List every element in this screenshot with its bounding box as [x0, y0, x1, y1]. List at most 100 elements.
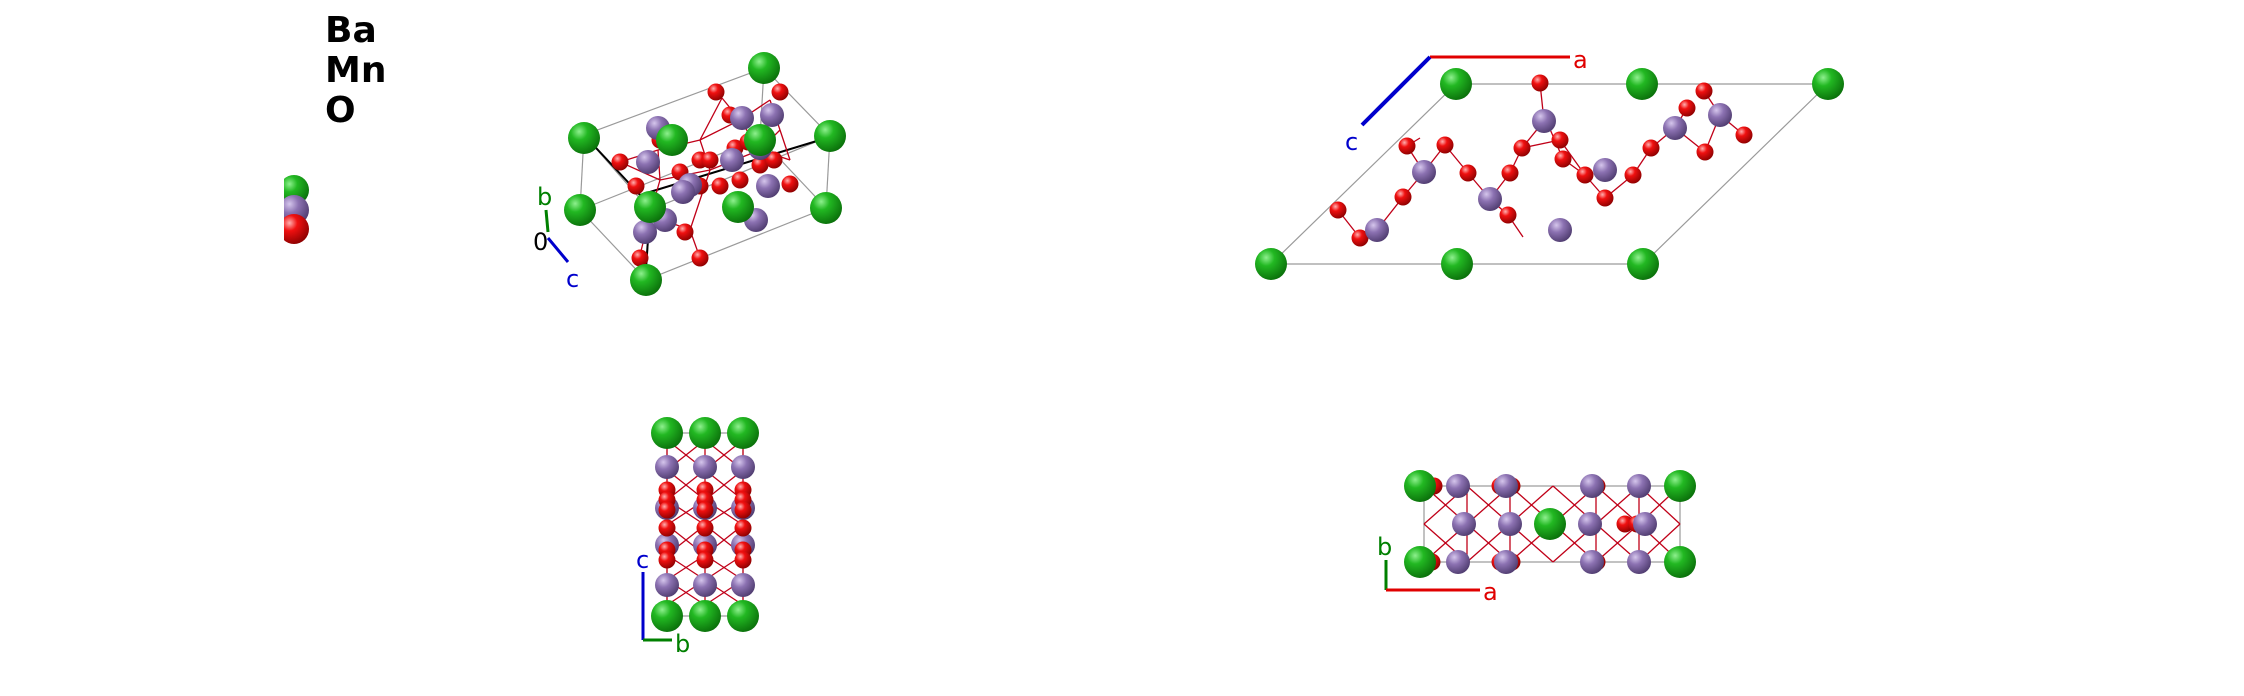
- mn-atom: [1532, 109, 1556, 133]
- mn-atom: [1365, 218, 1389, 242]
- c-axis-label: c: [1345, 128, 1358, 156]
- o-atom: [1696, 143, 1714, 161]
- legend-swatch-mask: [260, 170, 284, 250]
- o-atom: [1531, 74, 1549, 92]
- b-axis-label: b: [675, 630, 690, 658]
- bond: [779, 129, 791, 161]
- o-atom: [731, 171, 749, 189]
- ba-atom: [568, 122, 600, 154]
- mn-atom: [693, 573, 717, 597]
- legend-label-o: O: [325, 90, 356, 131]
- mn-atom: [1452, 512, 1476, 536]
- o-atom: [1554, 150, 1572, 168]
- a-axis-view: c b: [636, 417, 759, 658]
- ba-atom: [651, 600, 683, 632]
- o-atom: [1394, 188, 1412, 206]
- o-atom: [696, 551, 714, 569]
- legend-label-mn: Mn: [325, 50, 386, 91]
- legend-label-ba: Ba: [325, 10, 377, 51]
- ba-atom: [1534, 508, 1566, 540]
- o-atom: [734, 519, 752, 537]
- ba-atom: [814, 120, 846, 152]
- o-atom: [691, 249, 709, 267]
- o-atom: [1501, 164, 1519, 182]
- ba-atom: [564, 194, 596, 226]
- o-atom: [1499, 206, 1517, 224]
- mn-atom: [1498, 512, 1522, 536]
- b-axis-label: b: [1377, 533, 1392, 561]
- mn-atom: [633, 220, 657, 244]
- atom-group: [1255, 68, 1844, 280]
- origin-label: 0: [533, 228, 548, 256]
- ba-atom: [727, 600, 759, 632]
- b-axis-view: a c: [1255, 46, 1844, 280]
- perspective-view: b 0 c: [533, 52, 846, 296]
- c-axis-view: b a: [1377, 470, 1696, 606]
- ba-atom: [1664, 546, 1696, 578]
- legend: Ba Mn O: [260, 10, 386, 250]
- o-atom: [734, 501, 752, 519]
- mn-atom: [720, 148, 744, 172]
- unit-cell-outline: [579, 67, 832, 281]
- axis-triad: a c: [1345, 46, 1588, 156]
- o-atom: [765, 151, 783, 169]
- ba-atom: [1812, 68, 1844, 100]
- mn-atom: [1578, 512, 1602, 536]
- c-axis-line: [1360, 55, 1432, 127]
- mn-atom: [730, 106, 754, 130]
- o-atom: [631, 249, 649, 267]
- ba-atom: [630, 264, 662, 296]
- atom-group: [1404, 470, 1696, 578]
- o-atom: [696, 501, 714, 519]
- o-atom: [658, 519, 676, 537]
- ba-atom: [722, 191, 754, 223]
- atom-group: [564, 52, 846, 296]
- o-atom: [1459, 164, 1477, 182]
- mn-atom: [731, 573, 755, 597]
- ba-atom: [1404, 546, 1436, 578]
- mn-atom: [1478, 187, 1502, 211]
- mn-atom: [1446, 550, 1470, 574]
- mn-atom: [1548, 218, 1572, 242]
- o-atom: [1596, 189, 1614, 207]
- ba-atom: [748, 52, 780, 84]
- axis-triad: b 0 c: [533, 183, 579, 293]
- b-axis-label: b: [537, 183, 552, 211]
- o-atom: [701, 151, 719, 169]
- ba-atom: [1627, 248, 1659, 280]
- o-atom: [771, 83, 789, 101]
- mn-atom: [1412, 160, 1436, 184]
- mn-atom: [1633, 512, 1657, 536]
- ba-atom: [744, 124, 776, 156]
- o-atom: [627, 177, 645, 195]
- o-atom: [1642, 139, 1660, 157]
- o-atom: [611, 153, 629, 171]
- mn-atom: [636, 150, 660, 174]
- mn-atom: [756, 174, 780, 198]
- mn-atom: [1627, 474, 1651, 498]
- atom-group: [651, 417, 759, 632]
- o-atom: [1678, 99, 1696, 117]
- o-atom: [1695, 82, 1713, 100]
- ba-atom: [689, 417, 721, 449]
- ba-atom: [634, 191, 666, 223]
- o-atom: [1616, 515, 1634, 533]
- o-atom: [1551, 131, 1569, 149]
- mn-atom: [1708, 103, 1732, 127]
- o-atom: [1329, 201, 1347, 219]
- mn-atom: [693, 455, 717, 479]
- mn-atom: [1494, 550, 1518, 574]
- o-atom: [1576, 166, 1594, 184]
- b-axis-line: [544, 209, 550, 233]
- o-atom: [1436, 136, 1454, 154]
- mn-atom: [760, 103, 784, 127]
- ba-atom: [1440, 68, 1472, 100]
- c-axis-label: c: [566, 265, 579, 293]
- o-atom: [1513, 139, 1531, 157]
- mn-atom: [1593, 158, 1617, 182]
- mn-atom: [1627, 550, 1651, 574]
- mn-atom: [1663, 116, 1687, 140]
- c-axis-line: [546, 237, 570, 263]
- o-atom: [751, 156, 769, 174]
- mn-atom: [1494, 474, 1518, 498]
